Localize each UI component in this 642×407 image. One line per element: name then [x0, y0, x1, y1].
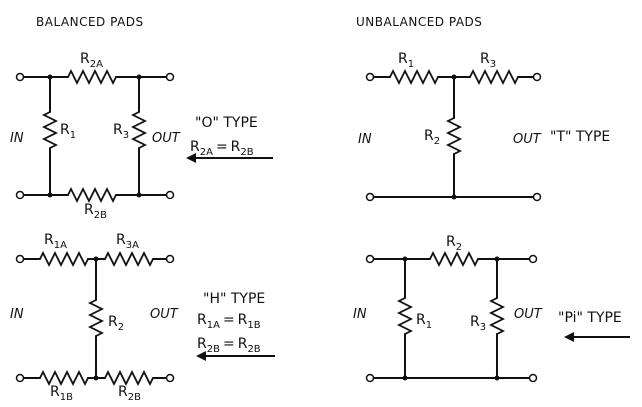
- pi-type-label: "Pi" TYPE: [558, 310, 622, 326]
- resistor-r2a: [67, 68, 117, 86]
- h-type-equation-2: R2B=R2B: [197, 336, 261, 355]
- resistor-r2b-h: [104, 369, 154, 387]
- resistor-r3: [130, 111, 148, 149]
- terminal: [528, 373, 538, 383]
- unbalanced-pads-header: UNBALANCED PADS: [356, 15, 482, 29]
- t-type-label: "T" TYPE: [550, 129, 610, 145]
- resistor-r1: [396, 297, 414, 335]
- balanced-pads-header: BALANCED PADS: [36, 15, 144, 29]
- label-r3: R3: [480, 51, 496, 70]
- in-label: IN: [353, 307, 367, 322]
- terminal: [165, 190, 175, 200]
- out-label: OUT: [514, 307, 543, 322]
- t-type-circuit: R1 R3 R2 IN OUT "T" TYPE: [358, 51, 610, 202]
- label-r2: R2: [424, 128, 440, 147]
- resistor-r2: [445, 117, 463, 155]
- label-r1: R1: [60, 122, 76, 141]
- label-r2: R2: [108, 314, 124, 333]
- o-type-circuit: R2A R1 R3 R2B IN OUT "O" TYPE R2A=R2B: [10, 51, 273, 221]
- label-r2b-h: R2B: [118, 384, 141, 403]
- resistor-r2: [429, 250, 479, 268]
- in-label: IN: [358, 132, 372, 147]
- terminal: [165, 72, 175, 82]
- label-r3: R3: [113, 122, 129, 141]
- h-type-equation-1: R1A=R1B: [197, 312, 261, 331]
- terminal: [365, 72, 375, 82]
- resistor-r1: [389, 68, 439, 86]
- label-r2: R2: [446, 234, 462, 253]
- label-r1b: R1B: [50, 384, 73, 403]
- resistor-r1b: [39, 369, 89, 387]
- label-r2a: R2A: [80, 51, 103, 70]
- terminal: [532, 72, 542, 82]
- out-label: OUT: [513, 132, 542, 147]
- o-type-equation: R2A=R2B: [190, 139, 254, 158]
- terminal: [165, 254, 175, 264]
- resistor-r2b: [67, 186, 117, 204]
- label-r3a: R3A: [116, 232, 139, 251]
- h-type-label: "H" TYPE: [203, 291, 265, 307]
- resistor-r1a: [39, 250, 89, 268]
- label-r2b: R2B: [84, 202, 107, 221]
- out-label: OUT: [150, 307, 179, 322]
- terminal: [165, 373, 175, 383]
- terminal: [365, 373, 375, 383]
- label-r1a: R1A: [44, 232, 67, 251]
- terminal: [532, 192, 542, 202]
- terminal: [365, 254, 375, 264]
- resistor-r3a: [104, 250, 154, 268]
- label-r1: R1: [416, 312, 432, 331]
- h-type-circuit: R1A R3A R2 R1B R2B IN OUT "H" TYPE R1A=R…: [10, 232, 275, 403]
- resistor-r1: [41, 111, 59, 149]
- terminal: [15, 190, 25, 200]
- terminal: [15, 373, 25, 383]
- label-r1: R1: [398, 51, 414, 70]
- in-label: IN: [10, 307, 24, 322]
- out-label: OUT: [152, 131, 181, 146]
- resistor-r3: [488, 297, 506, 335]
- o-type-label: "O" TYPE: [195, 115, 258, 131]
- label-r3: R3: [470, 314, 486, 333]
- terminal: [365, 192, 375, 202]
- in-label: IN: [10, 131, 24, 146]
- terminal: [15, 254, 25, 264]
- resistor-r3: [469, 68, 519, 86]
- terminal: [528, 254, 538, 264]
- terminal: [15, 72, 25, 82]
- pi-type-circuit: R2 R1 R3 IN OUT "Pi" TYPE: [353, 234, 630, 383]
- resistor-r2: [87, 299, 105, 337]
